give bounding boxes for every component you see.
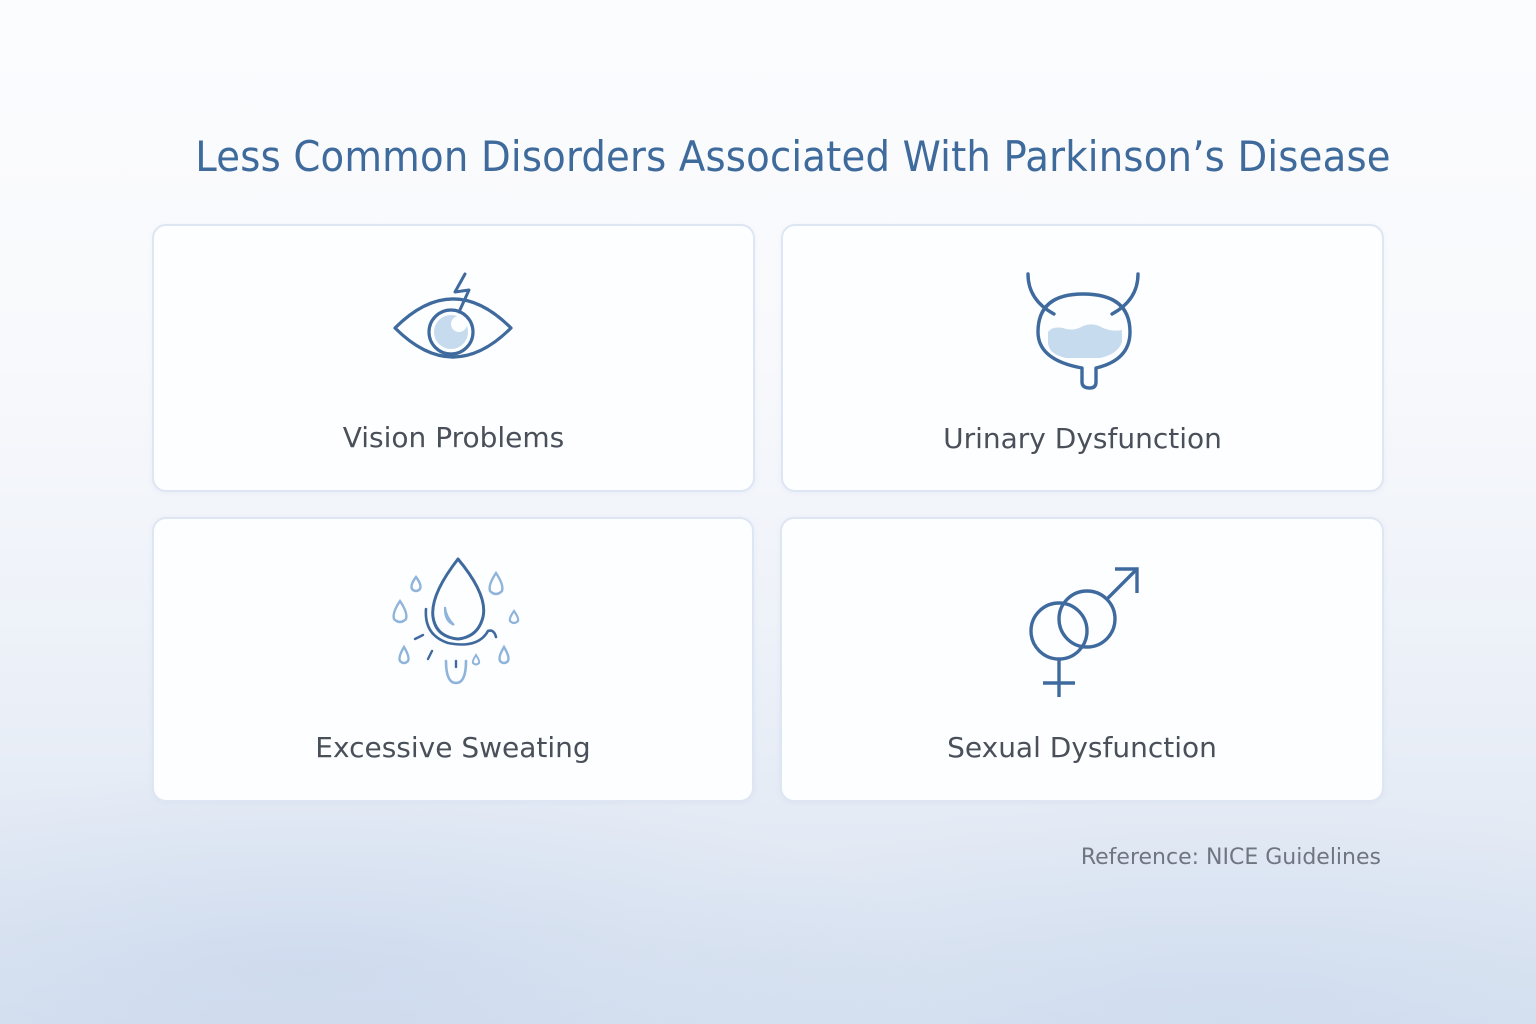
card-urinary-dysfunction: Urinary Dysfunction	[781, 224, 1384, 492]
eye-with-lightning-icon	[392, 272, 513, 359]
card-excessive-sweating: Excessive Sweating	[152, 517, 754, 802]
card-label: Vision Problems	[342, 421, 565, 454]
card-vision-problems: Vision Problems	[152, 224, 755, 492]
page-title: Less Common Disorders Associated With Pa…	[195, 132, 1391, 181]
card-label: Urinary Dysfunction	[943, 422, 1222, 455]
card-label: Sexual Dysfunction	[947, 731, 1217, 764]
reference-note: Reference: NICE Guidelines	[1080, 845, 1381, 870]
sweat-droplets-icon	[392, 557, 520, 685]
card-label: Excessive Sweating	[315, 731, 591, 764]
bladder-icon	[1025, 272, 1140, 390]
gender-symbols-icon	[1029, 567, 1139, 697]
card-sexual-dysfunction: Sexual Dysfunction	[780, 517, 1384, 802]
